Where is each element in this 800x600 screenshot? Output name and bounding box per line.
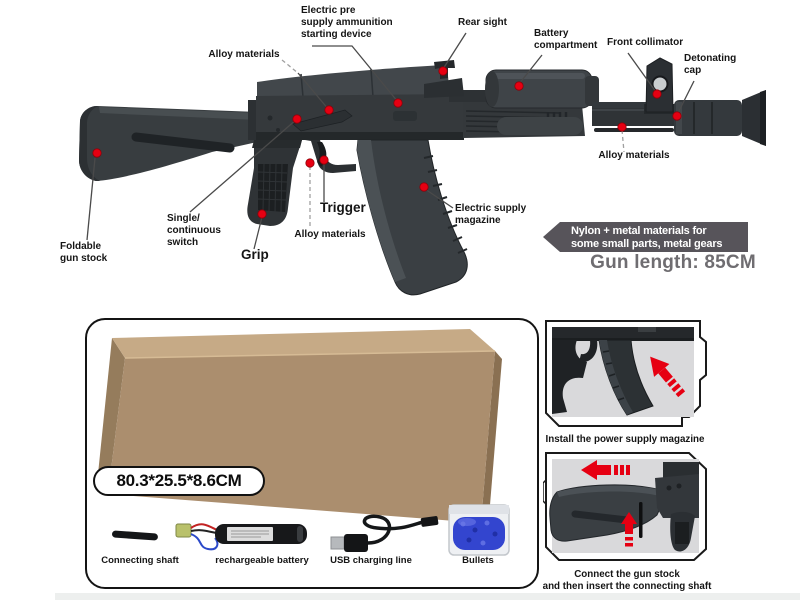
label-grip: Grip: [241, 247, 269, 262]
footer-strip: [55, 593, 800, 600]
bullets-bag: [448, 504, 510, 556]
label-electric-pre-supply: Electric pre supply ammunition starting …: [301, 5, 393, 41]
label-electric-supply-magazine: Electric supply magazine: [455, 203, 527, 227]
gun-stock: [79, 106, 257, 181]
materials-banner-shape: [543, 222, 748, 252]
label-alloy-materials-trigger: Alloy materials: [294, 229, 366, 240]
label-connecting-shaft: Connecting shaft: [101, 555, 179, 566]
gun-illustration: [79, 32, 766, 296]
gun-muzzle: [674, 90, 766, 146]
gun-length-text: Gun length: 85CM: [590, 252, 756, 273]
label-usb-charging-line: USB charging line: [330, 555, 412, 566]
callout-dots: [92, 66, 682, 219]
package-contents: [98, 329, 510, 556]
label-foldable-gun-stock: Foldable gun stock: [60, 241, 108, 265]
gun-trigger: [305, 140, 356, 173]
connecting-shaft: [112, 530, 158, 541]
label-detonating-cap: Detonating cap: [684, 53, 737, 77]
gun-grip: [247, 140, 302, 226]
usb-charging-line: [330, 514, 439, 552]
gun-battery-compartment: [485, 69, 593, 109]
callout-lines-dashed: [281, 59, 625, 228]
gun-front-collimator: [644, 57, 676, 114]
label-trigger: Trigger: [320, 200, 366, 215]
gun-receiver: [248, 65, 464, 140]
label-alloy-materials-barrel: Alloy materials: [598, 150, 670, 161]
gun-handguard: [449, 90, 585, 138]
label-bullets: Bullets: [462, 555, 494, 566]
magazine-install-drawing: [552, 327, 694, 416]
caption-install-magazine: Install the power supply magazine: [545, 434, 705, 445]
label-rear-sight: Rear sight: [458, 17, 507, 28]
gun-magazine: [356, 139, 468, 296]
callout-lines: [86, 32, 695, 250]
label-rechargeable-battery: rechargeable battery: [215, 555, 309, 566]
instruction-panel-magazine: [545, 320, 707, 427]
insert-up-arrow-icon: [621, 512, 637, 547]
materials-banner-text: Nylon + metal materials for some small p…: [571, 225, 723, 250]
slide-left-arrow-icon: [581, 460, 630, 480]
label-battery-compartment: Battery compartment: [534, 28, 598, 52]
caption-connect-stock: Connect the gun stock and then insert th…: [542, 569, 712, 592]
install-arrow-icon: [650, 356, 686, 398]
rechargeable-battery: [175, 523, 307, 551]
label-front-collimator: Front collimator: [607, 37, 684, 48]
stock-connect-drawing: [549, 462, 699, 552]
label-alloy-materials-top: Alloy materials: [208, 49, 280, 60]
box-dimensions-pill: 80.3*25.5*8.6CM: [93, 466, 265, 496]
instruction-panel-stock: [543, 452, 707, 561]
label-single-continuous-switch: Single/ continuous switch: [167, 213, 221, 249]
